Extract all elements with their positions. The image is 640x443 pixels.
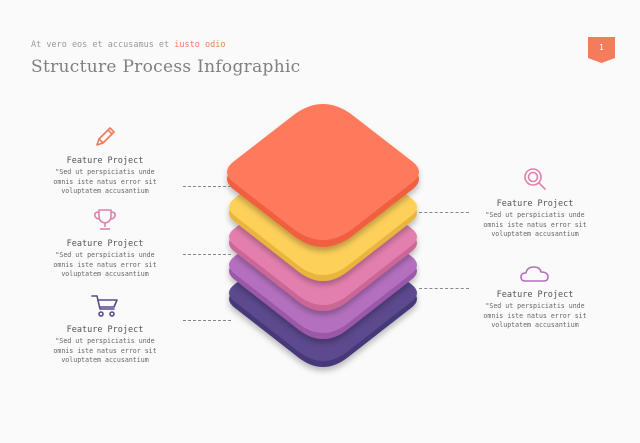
feature-item-2: Feature Project "Sed ut perspiciatis und… xyxy=(35,207,175,280)
search-icon xyxy=(524,168,546,190)
page-number: 1 xyxy=(598,43,605,52)
leader-line-5 xyxy=(419,288,469,289)
leader-line-2 xyxy=(183,254,231,255)
cloud-icon xyxy=(520,266,549,282)
layer-1 xyxy=(227,104,419,247)
feature-desc-3: "Sed ut perspiciatis unde omnis iste nat… xyxy=(53,337,157,364)
feature-title-5: Feature Project xyxy=(496,290,574,300)
feature-title-4: Feature Project xyxy=(496,199,574,209)
feature-item-3: Feature Project "Sed ut perspiciatis und… xyxy=(35,293,175,366)
page-number-badge: 1 xyxy=(588,37,615,63)
pencil-icon xyxy=(96,127,115,146)
subtitle-prefix: At vero eos et accusamus et xyxy=(31,40,175,50)
page-subtitle: At vero eos et accusamus et iusto odio xyxy=(31,40,225,50)
page-title: Structure Process Infographic xyxy=(31,57,301,77)
feature-item-5: Feature Project "Sed ut perspiciatis und… xyxy=(465,264,605,331)
leader-line-3 xyxy=(183,320,231,321)
trophy-icon xyxy=(94,209,116,230)
feature-item-4: Feature Project "Sed ut perspiciatis und… xyxy=(465,165,605,240)
cart-icon xyxy=(91,295,118,317)
feature-desc-2: "Sed ut perspiciatis unde omnis iste nat… xyxy=(53,251,157,278)
feature-item-1: Feature Project "Sed ut perspiciatis und… xyxy=(35,124,175,197)
feature-title-2: Feature Project xyxy=(66,239,144,249)
subtitle-accent: iusto odio xyxy=(174,40,226,50)
feature-desc-1: "Sed ut perspiciatis unde omnis iste nat… xyxy=(53,168,157,195)
feature-desc-4: "Sed ut perspiciatis unde omnis iste nat… xyxy=(483,211,587,238)
leader-line-4 xyxy=(419,212,469,213)
leader-line-1 xyxy=(183,186,231,187)
bookmark-icon xyxy=(588,37,615,63)
feature-title-3: Feature Project xyxy=(66,325,144,335)
feature-desc-5: "Sed ut perspiciatis unde omnis iste nat… xyxy=(483,302,587,329)
feature-title-1: Feature Project xyxy=(66,156,144,166)
